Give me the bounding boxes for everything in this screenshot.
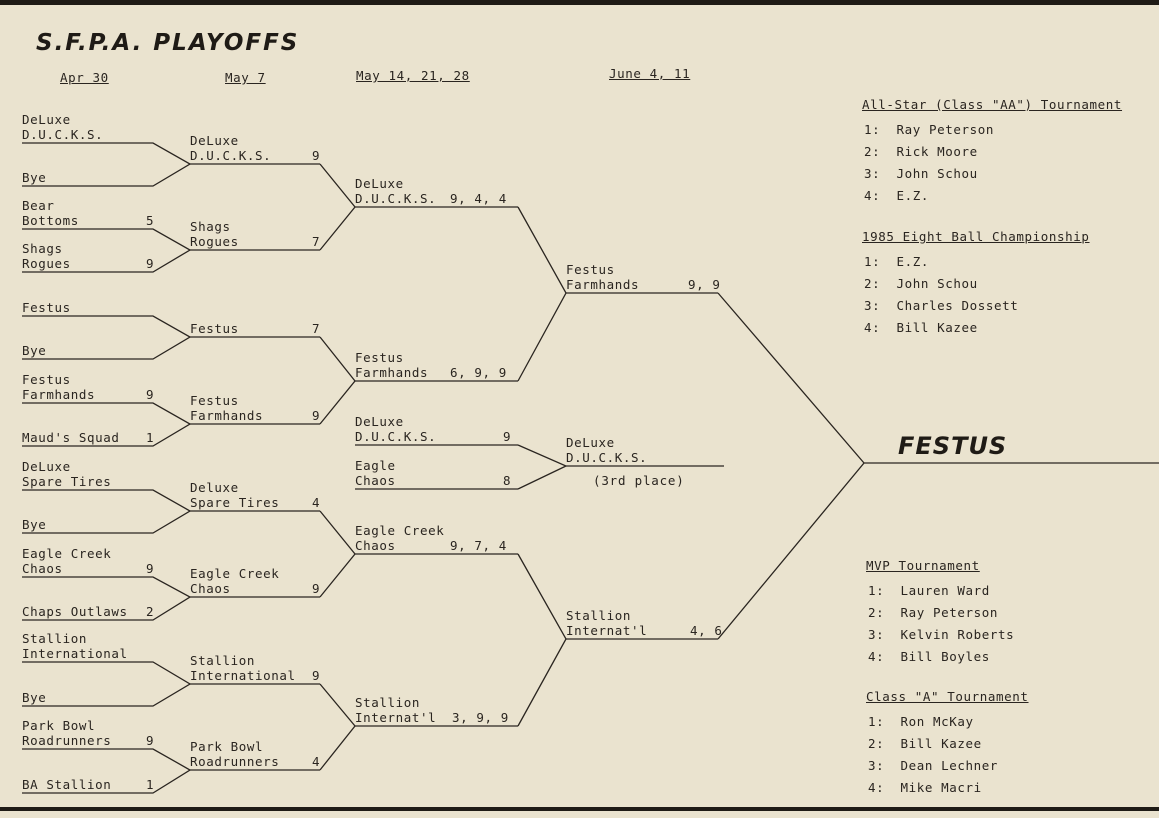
tournament-title-3: Class "A" Tournament bbox=[866, 689, 1029, 704]
tournament-result-2-2: 3: Kelvin Roberts bbox=[868, 627, 1015, 642]
r3-team-0: DeLuxe D.U.C.K.S. bbox=[355, 176, 437, 206]
r2-score-7: 4 bbox=[312, 754, 321, 769]
r1-score-7: 1 bbox=[146, 430, 155, 445]
r1-score-10: 9 bbox=[146, 561, 155, 576]
r3-score-3: 3, 9, 9 bbox=[452, 710, 509, 725]
r1-bracket-4 bbox=[22, 489, 192, 534]
tournament-result-0-2: 3: John Schou bbox=[864, 166, 978, 181]
r2-score-1: 7 bbox=[312, 234, 321, 249]
tournament-result-0-3: 4: E.Z. bbox=[864, 188, 930, 203]
r3-score-1: 6, 9, 9 bbox=[450, 365, 507, 380]
r2-bracket-0 bbox=[319, 163, 356, 251]
r1-team-0: DeLuxe D.U.C.K.S. bbox=[22, 112, 104, 142]
tp-winner-team: DeLuxe D.U.C.K.S. bbox=[566, 435, 648, 465]
round-date-3: May 14, 21, 28 bbox=[356, 68, 470, 83]
r4-team-0: Festus Farmhands bbox=[566, 262, 640, 292]
round-date-4: June 4, 11 bbox=[609, 66, 691, 81]
tp-team-1: Eagle Chaos bbox=[355, 458, 396, 488]
r1-bracket-0 bbox=[22, 142, 192, 187]
r1-team-3: Shags Rogues bbox=[22, 241, 71, 271]
champion-name: FESTUS bbox=[898, 432, 1008, 460]
final-bracket bbox=[717, 292, 865, 640]
tournament-result-1-3: 4: Bill Kazee bbox=[864, 320, 978, 335]
r1-team-15: BA Stallion bbox=[22, 777, 112, 792]
r1-score-2: 5 bbox=[146, 213, 155, 228]
tournament-title-2: MVP Tournament bbox=[866, 558, 980, 573]
tournament-result-2-0: 1: Lauren Ward bbox=[868, 583, 990, 598]
r1-team-10: Eagle Creek Chaos bbox=[22, 546, 112, 576]
top-rule bbox=[0, 0, 1159, 5]
r1-team-11: Chaps Outlaws bbox=[22, 604, 128, 619]
r1-team-4: Festus bbox=[22, 300, 71, 315]
tournament-result-1-2: 3: Charles Dossett bbox=[864, 298, 1019, 313]
r1-score-14: 9 bbox=[146, 733, 155, 748]
r1-score-3: 9 bbox=[146, 256, 155, 271]
r2-bracket-3 bbox=[319, 683, 356, 771]
page-title: S.F.P.A. PLAYOFFS bbox=[36, 30, 300, 56]
r2-team-1: Shags Rogues bbox=[190, 219, 239, 249]
tournament-title-0: All-Star (Class "AA") Tournament bbox=[862, 97, 1123, 112]
tournament-result-3-1: 2: Bill Kazee bbox=[868, 736, 982, 751]
tournament-result-2-3: 4: Bill Boyles bbox=[868, 649, 990, 664]
r1-team-1: Bye bbox=[22, 170, 47, 185]
r1-bracket-2 bbox=[22, 315, 192, 360]
r2-score-2: 7 bbox=[312, 321, 321, 336]
r2-team-4: Deluxe Spare Tires bbox=[190, 480, 280, 510]
r2-bracket-1 bbox=[319, 336, 356, 425]
tournament-result-2-1: 2: Ray Peterson bbox=[868, 605, 999, 620]
r4-score-0: 9, 9 bbox=[688, 277, 721, 292]
r3-team-3: Stallion Internat'l bbox=[355, 695, 437, 725]
r3-score-0: 9, 4, 4 bbox=[450, 191, 507, 206]
r3-bracket-1 bbox=[517, 553, 567, 727]
r3-team-2: Eagle Creek Chaos bbox=[355, 523, 445, 553]
r1-score-11: 2 bbox=[146, 604, 155, 619]
tp-team-0: DeLuxe D.U.C.K.S. bbox=[355, 414, 437, 444]
r2-score-0: 9 bbox=[312, 148, 321, 163]
r2-team-6: Stallion International bbox=[190, 653, 296, 683]
r4-score-1: 4, 6 bbox=[690, 623, 723, 638]
r1-bracket-6 bbox=[22, 661, 192, 707]
third-place-note: (3rd place) bbox=[593, 473, 685, 488]
r3-score-2: 9, 7, 4 bbox=[450, 538, 507, 553]
r3-team-1: Festus Farmhands bbox=[355, 350, 429, 380]
r2-score-6: 9 bbox=[312, 668, 321, 683]
r1-team-6: Festus Farmhands bbox=[22, 372, 96, 402]
r1-team-8: DeLuxe Spare Tires bbox=[22, 459, 112, 489]
r1-team-2: Bear Bottoms bbox=[22, 198, 79, 228]
r2-team-7: Park Bowl Roadrunners bbox=[190, 739, 280, 769]
r2-score-3: 9 bbox=[312, 408, 321, 423]
r2-score-5: 9 bbox=[312, 581, 321, 596]
r1-team-9: Bye bbox=[22, 517, 47, 532]
r2-score-4: 4 bbox=[312, 495, 321, 510]
tp-score-0: 9 bbox=[503, 429, 512, 444]
r1-score-6: 9 bbox=[146, 387, 155, 402]
r2-team-5: Eagle Creek Chaos bbox=[190, 566, 280, 596]
r4-team-1: Stallion Internat'l bbox=[566, 608, 648, 638]
round-date-2: May 7 bbox=[225, 70, 266, 85]
r1-score-15: 1 bbox=[146, 777, 155, 792]
tournament-result-1-1: 2: John Schou bbox=[864, 276, 978, 291]
r2-team-2: Festus bbox=[190, 321, 239, 336]
r1-team-14: Park Bowl Roadrunners bbox=[22, 718, 112, 748]
r2-team-3: Festus Farmhands bbox=[190, 393, 264, 423]
tournament-result-3-0: 1: Ron McKay bbox=[868, 714, 974, 729]
tournament-result-0-1: 2: Rick Moore bbox=[864, 144, 978, 159]
r3-bracket-0 bbox=[517, 206, 567, 382]
tournament-result-1-0: 1: E.Z. bbox=[864, 254, 930, 269]
round-date-1: Apr 30 bbox=[60, 70, 109, 85]
tournament-result-3-2: 3: Dean Lechner bbox=[868, 758, 999, 773]
r1-team-12: Stallion International bbox=[22, 631, 128, 661]
r1-team-13: Bye bbox=[22, 690, 47, 705]
tournament-result-3-3: 4: Mike Macri bbox=[868, 780, 982, 795]
r2-team-0: DeLuxe D.U.C.K.S. bbox=[190, 133, 272, 163]
bottom-rule bbox=[0, 807, 1159, 811]
tournament-result-0-0: 1: Ray Peterson bbox=[864, 122, 995, 137]
r1-team-5: Bye bbox=[22, 343, 47, 358]
r1-team-7: Maud's Squad bbox=[22, 430, 120, 445]
tp-bracket bbox=[517, 444, 568, 490]
tournament-title-1: 1985 Eight Ball Championship bbox=[862, 229, 1090, 244]
r2-bracket-2 bbox=[319, 510, 356, 598]
tp-score-1: 8 bbox=[503, 473, 512, 488]
